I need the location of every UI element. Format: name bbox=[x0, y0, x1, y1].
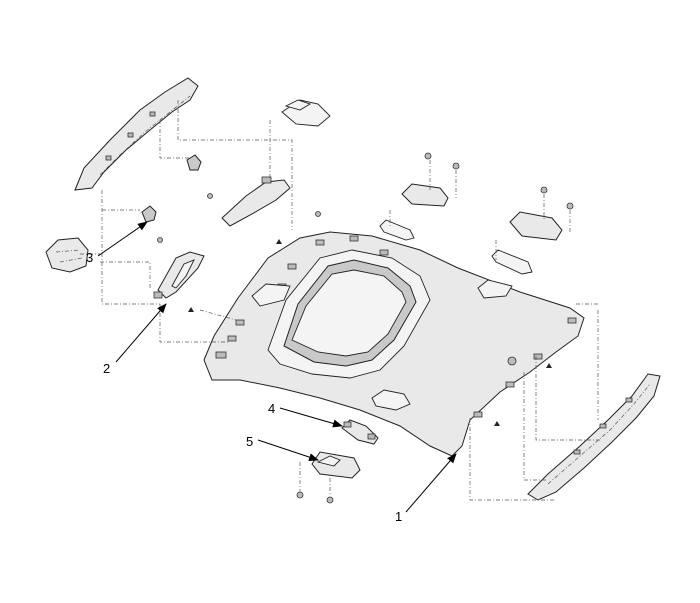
sunvisor-retainer bbox=[141, 154, 202, 223]
left-side-bracket bbox=[45, 237, 89, 273]
front-roof-rail bbox=[74, 77, 199, 191]
assist-handle-bracket-front bbox=[401, 183, 563, 241]
assist-handle-front bbox=[379, 219, 533, 275]
sunvisor-right bbox=[221, 176, 291, 227]
assist-handle-bracket bbox=[311, 451, 361, 479]
callout-leaders bbox=[97, 221, 457, 513]
callout-4: 4 bbox=[268, 401, 275, 416]
callout-3: 3 bbox=[86, 250, 93, 265]
assist-handle bbox=[341, 419, 379, 445]
callout-5: 5 bbox=[246, 434, 253, 449]
callout-1: 1 bbox=[395, 509, 402, 524]
callout-2: 2 bbox=[103, 361, 110, 376]
rear-roof-rail bbox=[527, 373, 661, 501]
fasteners bbox=[157, 152, 574, 504]
sunvisor-left bbox=[153, 251, 205, 299]
headlining bbox=[203, 231, 585, 457]
upper-clip-bracket bbox=[281, 99, 331, 127]
alignment-lines bbox=[80, 100, 600, 501]
